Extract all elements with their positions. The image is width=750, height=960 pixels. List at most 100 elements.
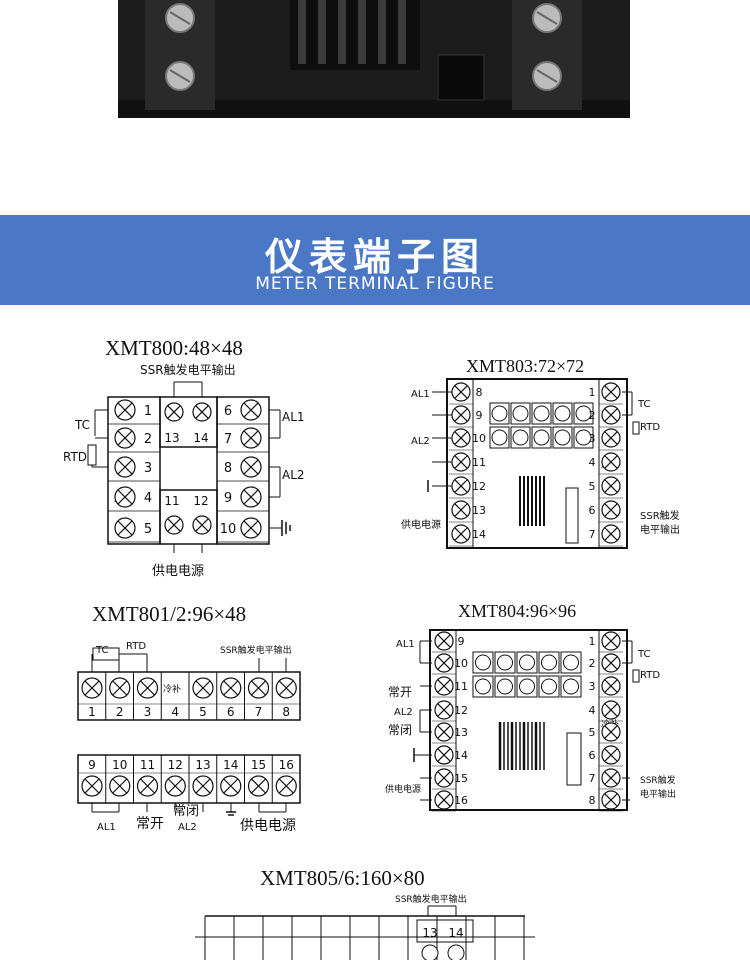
banner-title: 仪表端子图 (264, 235, 485, 279)
terminal-number: 9 (224, 491, 232, 506)
terminal-number: 4 (589, 456, 596, 469)
terminal-screw-icon (421, 944, 439, 960)
terminal-number: 4 (589, 704, 596, 717)
xmt804-title: XMT804:96×96 (458, 601, 577, 621)
terminal-number: 9 (476, 409, 483, 422)
xmt805-title: XMT805/6:160×80 (260, 866, 425, 890)
xmt805-ssr-label: SSR触发电平输出 (395, 895, 467, 905)
terminal-screw-slot (604, 431, 618, 445)
xmt801-tc-label: TC (96, 645, 109, 656)
terminal-screw-slot (604, 479, 618, 493)
terminal-screw-slot (437, 703, 451, 717)
led-digit (497, 654, 513, 671)
led-digit (563, 678, 579, 695)
outline (565, 487, 579, 544)
terminal-screw-slot (243, 489, 259, 505)
xmt804-power-label: 供电电源 (385, 785, 422, 795)
xmt804-ssr-label-2: 电平输出 (640, 790, 677, 800)
terminal-screw-slot (278, 680, 294, 696)
terminal-number: 2 (589, 409, 596, 422)
outline (429, 629, 628, 811)
outline (416, 919, 474, 943)
xmt804-nc-label: 常闭 (388, 723, 413, 737)
terminal-number: 7 (224, 432, 232, 447)
xmt801-al2-label: AL2 (178, 822, 197, 833)
outline (472, 651, 494, 674)
terminal-number: 14 (193, 431, 208, 445)
outline (573, 426, 594, 449)
terminal-number: 1 (88, 705, 96, 719)
terminal-screw-slot (167, 518, 181, 532)
terminal-number: 4 (144, 491, 152, 506)
led-digit (541, 678, 557, 695)
xmt801-nc-label: 常闭 (173, 804, 200, 819)
terminal-screw-slot (604, 703, 618, 717)
led-digit (554, 405, 571, 422)
terminal-number: 14 (472, 528, 486, 541)
terminal-number: 13 (454, 726, 468, 739)
terminal-number: 13 (422, 926, 437, 940)
terminal-screw-slot (437, 634, 451, 648)
terminal-number: 12 (168, 758, 183, 772)
terminal-number: 14 (454, 749, 468, 762)
terminal-number: 11 (164, 494, 179, 508)
terminal-number: 13 (195, 758, 210, 772)
terminal-screw-slot (454, 503, 468, 517)
terminal-screw-slot (437, 771, 451, 785)
terminal-screw-slot (251, 778, 266, 794)
terminal-number: 3 (144, 461, 152, 476)
xmt804-al2-label: AL2 (394, 707, 413, 718)
terminal-number: 15 (454, 772, 468, 785)
led-digit (575, 405, 592, 422)
terminal-number: 11 (140, 758, 155, 772)
xmt804-rtd-label: RTD (640, 670, 661, 681)
xmt803-power-label: 供电电源 (401, 520, 441, 531)
xmt801-ssr-label: SSR触发电平输出 (220, 646, 292, 656)
xmt800-rtd-label: RTD (63, 450, 88, 464)
terminal-number: 7 (255, 705, 263, 719)
outline (510, 402, 531, 425)
terminal-screw-slot (84, 680, 100, 696)
xmt803-title: XMT803:72×72 (466, 356, 585, 376)
terminal-screw-slot (117, 402, 133, 418)
terminal-number: 13 (472, 504, 486, 517)
terminal-screw-slot (117, 459, 133, 475)
led-digit (575, 429, 592, 446)
terminal-number: 14 (223, 758, 238, 772)
terminal-number: 2 (144, 432, 152, 447)
xmt800-al1-label: AL1 (282, 410, 305, 424)
terminal-number: 2 (116, 705, 124, 719)
xmt801-no-label: 常开 (136, 816, 164, 832)
terminal-number: 8 (476, 386, 483, 399)
terminal-number: 5 (199, 705, 207, 719)
xmt800-tc-label: TC (75, 418, 91, 432)
terminal-number: 14 (448, 926, 463, 940)
terminal-screw-slot (140, 680, 155, 696)
terminal-screw-slot (604, 748, 618, 762)
terminal-screw-slot (140, 778, 155, 794)
outline (472, 675, 494, 698)
outline (107, 396, 161, 545)
terminal-screw-slot (604, 408, 618, 422)
terminal-screw-slot (223, 680, 239, 696)
outline (531, 402, 552, 425)
xmt803-ssr-label-2: 电平输出 (640, 525, 680, 536)
outline (494, 651, 516, 674)
terminal-number: 10 (112, 758, 127, 772)
terminal-number: 2 (589, 657, 596, 670)
terminal-number: 9 (88, 758, 96, 772)
terminal-screw-slot (195, 518, 209, 532)
led-digit (491, 405, 508, 422)
terminal-number: 3 (589, 680, 596, 693)
terminal-number: 15 (251, 758, 266, 772)
terminal-screw-slot (243, 459, 259, 475)
led-digit (563, 654, 579, 671)
terminal-number: 12 (472, 480, 486, 493)
outline (632, 669, 640, 683)
xmt800-title: XMT800:48×48 (105, 336, 243, 360)
outline (531, 426, 552, 449)
terminal-screw-slot (117, 520, 133, 536)
